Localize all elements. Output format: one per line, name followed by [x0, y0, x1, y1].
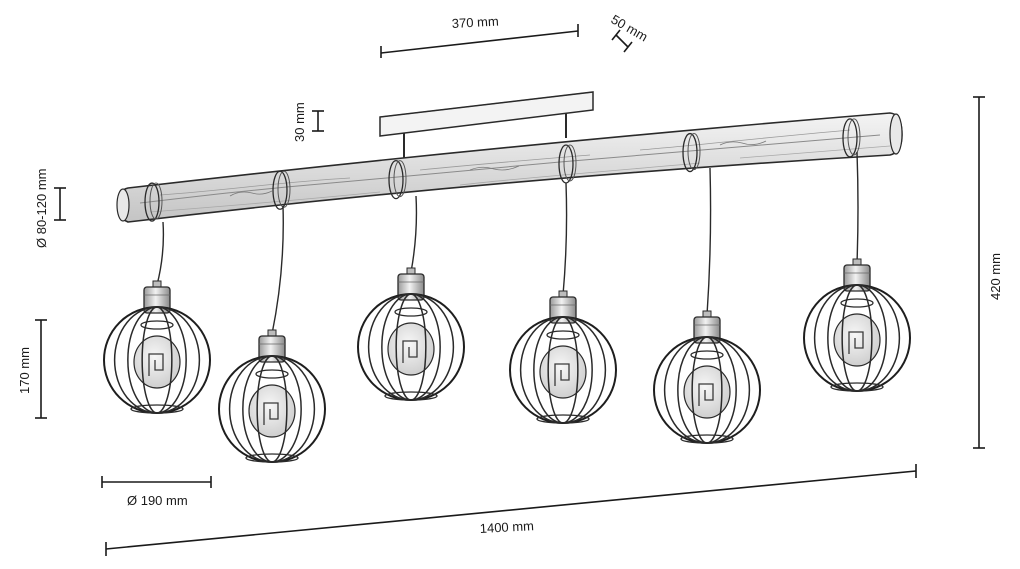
lamp-cable — [706, 167, 712, 316]
lamp-cable — [156, 221, 165, 286]
light-bulb — [683, 365, 731, 419]
wire-cage-shade — [103, 306, 211, 414]
label-total-length: 1400 mm — [479, 518, 534, 536]
light-bulb — [833, 313, 881, 367]
wire-cage-shade — [357, 293, 465, 401]
beam-wrap — [272, 170, 291, 210]
light-bulb — [133, 335, 181, 389]
dim-total-length-line — [105, 464, 917, 556]
light-bulb — [248, 384, 296, 438]
label-beam-diameter: Ø 80-120 mm — [34, 169, 49, 248]
dim-canopy-length-line — [380, 24, 579, 58]
lamp-cable — [271, 205, 284, 335]
dim-shade-height-line — [35, 319, 47, 419]
wire-cage-shade — [803, 284, 911, 392]
pendant-lamp — [653, 167, 761, 444]
pendant-lamp — [803, 151, 911, 392]
beam-wrap — [144, 182, 163, 222]
pendant-lamp — [218, 205, 326, 463]
beam-wrap — [558, 144, 577, 184]
dim-shade-diameter-line — [101, 476, 212, 488]
beam-wrap — [388, 159, 407, 200]
label-canopy-length: 370 mm — [451, 14, 499, 31]
wooden-beam — [116, 112, 903, 223]
label-shade-diameter: Ø 190 mm — [127, 493, 188, 508]
dim-canopy-height-line — [312, 110, 324, 132]
label-canopy-height: 30 mm — [292, 102, 307, 142]
label-shade-height: 170 mm — [17, 347, 32, 394]
dimension-lines — [35, 24, 985, 556]
pendant-lamps — [103, 151, 911, 463]
pendant-lamp — [509, 182, 617, 424]
beam-wraps — [144, 118, 861, 222]
wire-cage-shade — [653, 336, 761, 444]
label-canopy-width: 50 mm — [609, 12, 651, 45]
label-total-height: 420 mm — [988, 253, 1003, 300]
dim-total-height-line — [973, 96, 985, 449]
beam-wrap — [842, 118, 861, 158]
light-bulb — [387, 322, 435, 376]
wire-cage-shade — [218, 355, 326, 463]
beam-wrap — [682, 132, 701, 173]
ceiling-canopy — [379, 91, 594, 160]
lamp-cable — [856, 151, 859, 264]
lamp-cable — [562, 182, 568, 296]
pendant-lamp — [357, 195, 465, 401]
lamp-cable — [410, 195, 418, 273]
dim-canopy-width-line — [611, 29, 633, 53]
wire-cage-shade — [509, 316, 617, 424]
light-bulb — [539, 345, 587, 399]
pendant-lamp — [103, 221, 211, 414]
dim-beam-diameter-line — [54, 187, 66, 221]
